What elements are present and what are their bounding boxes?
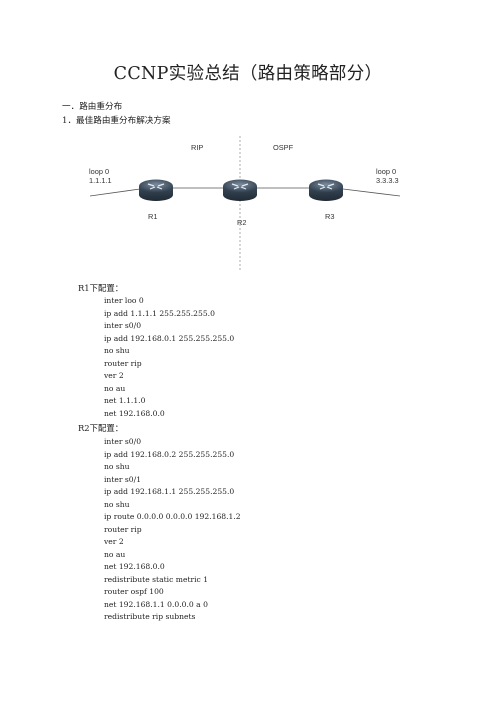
config-command-line: inter s0/0 xyxy=(104,437,142,446)
rip-area-label: RIP xyxy=(191,143,203,152)
router-r1-icon xyxy=(139,179,173,201)
r1-name-label: R1 xyxy=(148,212,157,221)
config-command-line: no shu xyxy=(104,499,130,509)
router-r2-icon xyxy=(223,179,257,201)
config-command-line: no au xyxy=(104,383,126,393)
loop0-link-r1 xyxy=(89,188,141,197)
r3-loopback-label: loop 0 xyxy=(376,167,396,176)
config-command-line: net 192.168.1.1 0.0.0.0 a 0 xyxy=(104,599,208,609)
config-command-line: redistribute rip subnets xyxy=(104,612,196,621)
section-heading: 一．路由重分布 xyxy=(62,102,123,112)
config-command-line: router rip xyxy=(104,524,142,534)
config-command-line: ip add 192.168.0.2 255.255.255.0 xyxy=(104,449,235,459)
config-command-line: net 192.168.0.0 xyxy=(104,408,165,418)
config-command-line: net 1.1.1.0 xyxy=(104,396,146,405)
r1-loopback-label: loop 0 xyxy=(89,167,109,176)
config-command-line: ver 2 xyxy=(104,371,124,380)
config-command-line: no shu xyxy=(104,346,130,355)
network-topology-diagram: RIP OSPF loop 0 1.1.1.1 loop 0 3.3.3.3 R… xyxy=(89,136,401,272)
config-command-line: router rip xyxy=(104,358,142,368)
r2-config-list: inter s0/0 ip add 192.168.0.2 255.255.255… xyxy=(104,436,241,624)
r3-loopback-ip: 3.3.3.3 xyxy=(376,176,399,185)
loop0-link-r3 xyxy=(342,188,401,197)
config-command-line: net 192.168.0.0 xyxy=(104,562,165,571)
router-r3-icon xyxy=(309,179,343,201)
config-command-line: router ospf 100 xyxy=(104,587,164,596)
r2-config-heading: R2下配置： xyxy=(78,423,124,433)
ospf-area-label: OSPF xyxy=(273,143,294,152)
config-command-line: ip add 1.1.1.1 255.255.255.0 xyxy=(104,308,215,318)
r3-name-label: R3 xyxy=(325,212,334,221)
page-title: CCNP实验总结（路由策略部分） xyxy=(113,64,383,84)
config-command-line: redistribute static metric 1 xyxy=(104,574,209,584)
config-command-line: ver 2 xyxy=(104,537,124,546)
config-command-line: ip add 192.168.1.1 255.255.255.0 xyxy=(104,487,235,496)
config-command-line: inter s0/0 xyxy=(104,321,142,330)
config-command-line: inter loo 0 xyxy=(104,296,144,305)
r1-config-heading: R1下配置： xyxy=(78,283,124,293)
r1-config-list: inter loo 0 ip add 1.1.1.1 255.255.255.0 i… xyxy=(104,295,234,420)
config-command-line: no au xyxy=(104,549,126,559)
subsection-heading: 1．最佳路由重分布解决方案 xyxy=(62,116,171,126)
config-command-line: inter s0/1 xyxy=(104,474,142,484)
config-command-line: ip route 0.0.0.0 0.0.0.0 192.168.1.2 xyxy=(104,512,241,521)
r1-loopback-ip: 1.1.1.1 xyxy=(89,176,112,185)
r2-name-label: R2 xyxy=(237,218,246,227)
config-command-line: ip add 192.168.0.1 255.255.255.0 xyxy=(104,333,235,343)
config-command-line: no shu xyxy=(104,462,130,471)
